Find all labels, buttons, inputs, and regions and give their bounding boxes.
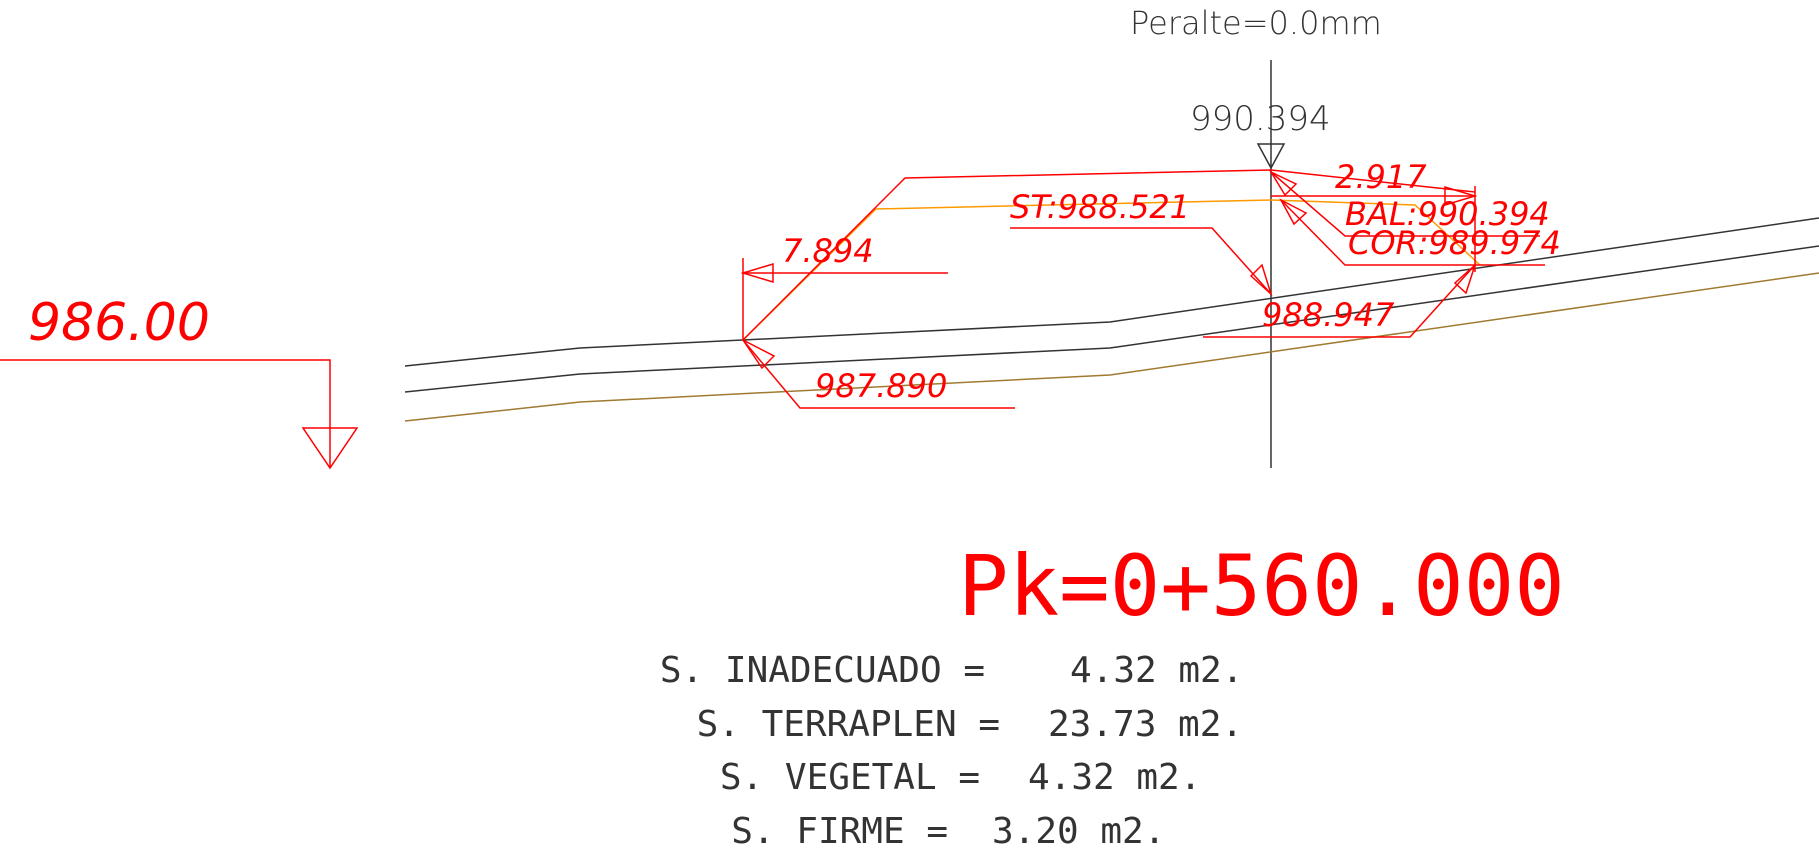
center-ground-leader — [1203, 264, 1476, 338]
center-ground-arrow — [1453, 262, 1477, 295]
bal-arrow — [1269, 170, 1298, 197]
embankment-outline — [742, 199, 1481, 341]
summary-value-firme: 3.20 m2. — [992, 811, 1165, 852]
template-outline — [742, 169, 1476, 341]
summary-label-vegetal: S. VEGETAL = — [720, 757, 980, 798]
cor-level-label: COR:989.974 — [1348, 224, 1561, 262]
summary-value-inadecuado: 4.32 m2. — [1070, 650, 1243, 691]
top-dim-label: 2.917 — [1335, 158, 1427, 196]
summary-value-vegetal: 4.32 m2. — [1028, 757, 1201, 798]
datum-level-label: 986.00 — [28, 293, 210, 353]
terrain-line-upper — [404, 217, 1819, 367]
summary-label-firme: S. FIRME = — [731, 811, 948, 852]
cor-leader — [1280, 199, 1545, 266]
cor-arrow — [1279, 198, 1308, 226]
left-ground-arrow — [742, 339, 776, 370]
peralte-label: Peralte=0.0mm — [1130, 4, 1382, 42]
left-ground-label: 987.890 — [815, 367, 947, 405]
axis-elevation-marker — [1256, 143, 1286, 170]
summary-value-terraplen: 23.73 m2. — [1048, 704, 1243, 745]
bal-level-label: BAL:990.394 — [1345, 195, 1550, 233]
left-dim-arrow — [740, 262, 774, 284]
datum-marker — [301, 427, 359, 470]
axis-elevation-label: 990.394 — [1190, 99, 1331, 139]
summary-label-inadecuado: S. INADECUADO = — [660, 650, 985, 691]
terrain-line-lower — [404, 245, 1819, 393]
top-dim-arrow — [1444, 185, 1478, 207]
subgrade-line — [404, 272, 1819, 422]
st-arrow — [1249, 263, 1273, 297]
left-ground-leader — [742, 339, 1015, 409]
station-label: Pk=0+560.000 — [958, 537, 1565, 635]
summary-label-terraplen: S. TERRAPLEN = — [697, 704, 1000, 745]
center-ground-label: 988.947 — [1262, 296, 1395, 334]
st-level-label: ST:988.521 — [1010, 188, 1190, 226]
bal-leader — [1270, 171, 1540, 237]
datum-leader — [0, 359, 331, 468]
quantities-summary: S. INADECUADO = 4.32 m2. S. TERRAPLEN = … — [660, 650, 1244, 852]
left-dim-label: 7.894 — [782, 232, 874, 270]
st-leader — [1010, 227, 1272, 295]
